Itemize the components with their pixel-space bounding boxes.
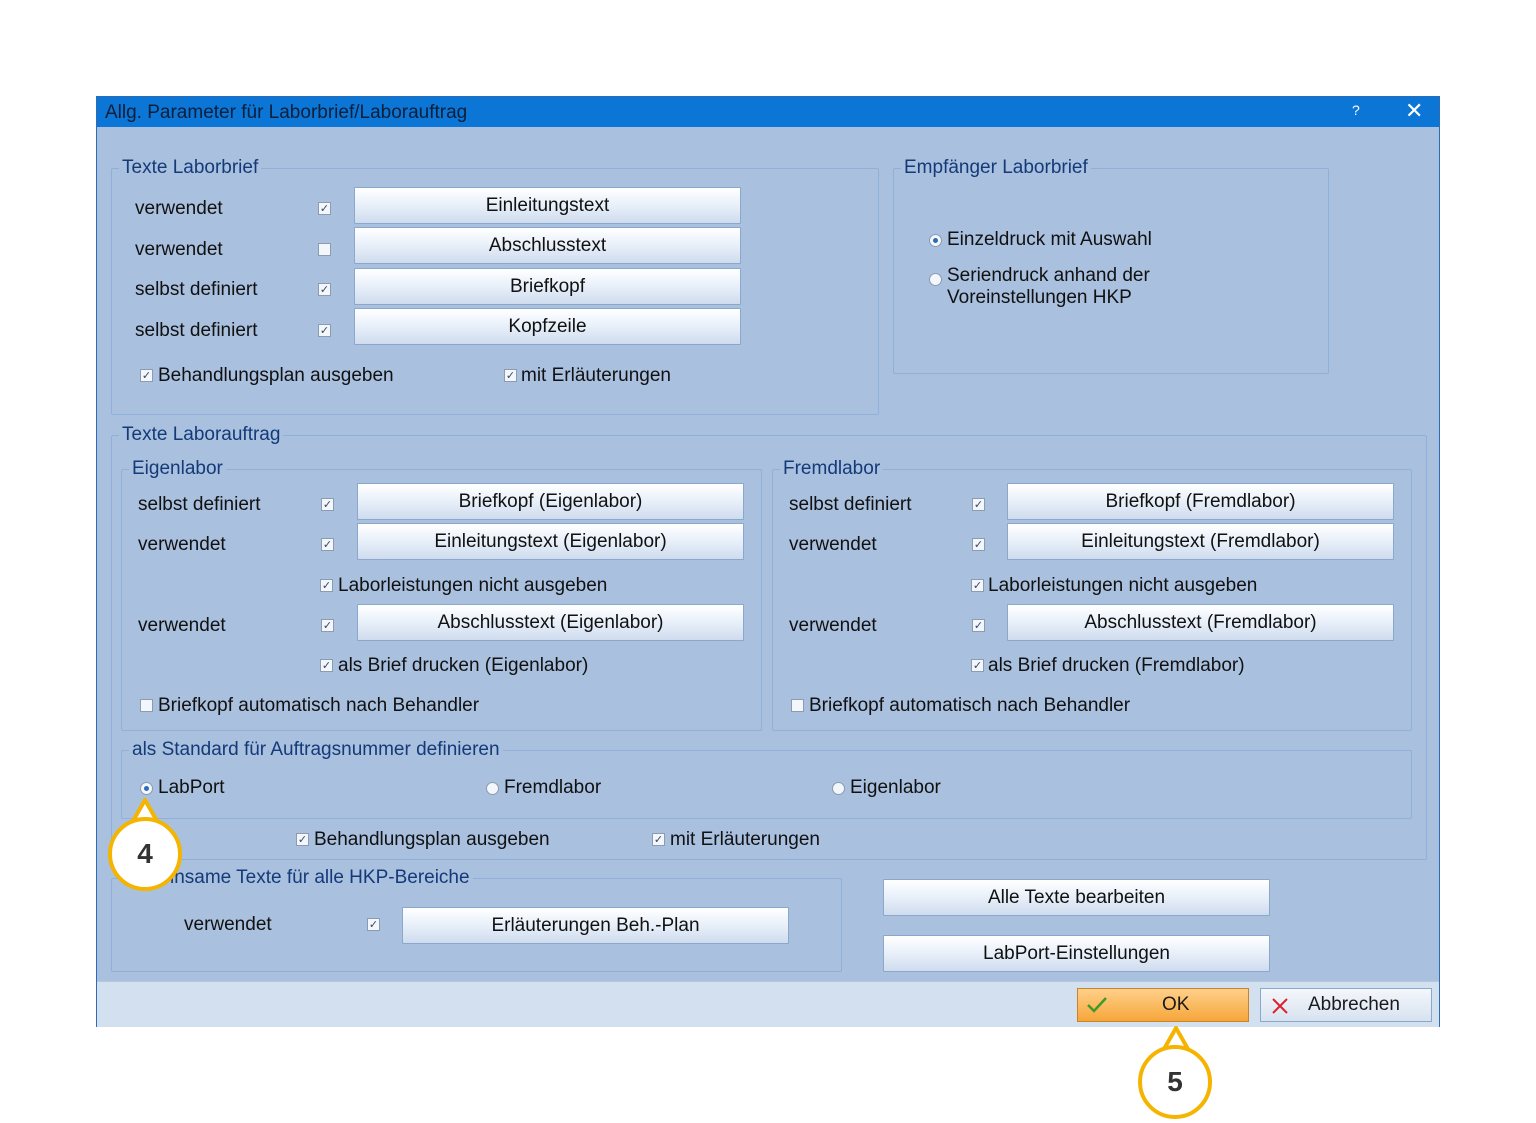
- eigen-auto-briefkopf-label: Briefkopf automatisch nach Behandler: [158, 695, 480, 716]
- fremd-abschluss-label: verwendet: [789, 615, 877, 636]
- einleitungstext-button[interactable]: Einleitungstext: [354, 187, 741, 224]
- ok-label: OK: [1162, 994, 1190, 1015]
- alle-texte-button[interactable]: Alle Texte bearbeiten: [883, 879, 1270, 916]
- ok-button[interactable]: OK: [1077, 988, 1249, 1022]
- gemeinsame-checkbox[interactable]: ✓: [367, 918, 380, 931]
- group-texte-laborauftrag: [111, 435, 1427, 860]
- erlaeuterungen-checkbox[interactable]: ✓: [504, 369, 517, 382]
- eigen-als-brief-label: als Brief drucken (Eigenlabor): [338, 655, 589, 676]
- behandlungsplan-checkbox[interactable]: ✓: [140, 369, 153, 382]
- eigen-laborleistungen-checkbox[interactable]: ✓: [320, 579, 333, 592]
- fremd-abschluss-checkbox[interactable]: ✓: [972, 619, 985, 632]
- eigen-auto-briefkopf-checkbox[interactable]: [140, 699, 153, 712]
- eigen-abschluss-checkbox[interactable]: ✓: [321, 619, 334, 632]
- kopfzeile-button[interactable]: Kopfzeile: [354, 308, 741, 345]
- legend-gemeinsame: insame Texte für alle HKP-Bereiche: [167, 867, 473, 889]
- parameter-dialog: Allg. Parameter für Laborbrief/Laborauft…: [96, 96, 1440, 1027]
- eigen-einleitung-button[interactable]: Einleitungstext (Eigenlabor): [357, 523, 744, 560]
- abschlusstext-checkbox[interactable]: [318, 243, 331, 256]
- auftrag-erlaeuterungen-label: mit Erläuterungen: [670, 829, 820, 850]
- seriendruck-label-line2: Voreinstellungen HKP: [947, 287, 1132, 308]
- eigenlabor-label: Eigenlabor: [850, 777, 941, 798]
- briefkopf-checkbox[interactable]: ✓: [318, 283, 331, 296]
- gemeinsame-label: verwendet: [184, 914, 272, 935]
- auftrag-erlaeuterungen-checkbox[interactable]: ✓: [652, 833, 665, 846]
- eigen-als-brief-checkbox[interactable]: ✓: [320, 659, 333, 672]
- fremdlabor-radio[interactable]: [486, 782, 499, 795]
- eigen-briefkopf-button[interactable]: Briefkopf (Eigenlabor): [357, 483, 744, 520]
- group-texte-laborbrief: [111, 168, 879, 415]
- group-fremdlabor: [772, 469, 1412, 731]
- eigen-einleitung-checkbox[interactable]: ✓: [321, 538, 334, 551]
- callout-5: 5: [1138, 1045, 1212, 1119]
- einleitungstext-checkbox[interactable]: ✓: [318, 202, 331, 215]
- fremdlabor-label: Fremdlabor: [504, 777, 602, 798]
- fremd-einleitung-checkbox[interactable]: ✓: [972, 538, 985, 551]
- group-eigenlabor: [121, 469, 762, 731]
- group-standard-auftragsnummer: [121, 750, 1412, 819]
- row-label: verwendet: [135, 239, 223, 260]
- title-bar: Allg. Parameter für Laborbrief/Laborauft…: [97, 97, 1439, 127]
- abschlusstext-button[interactable]: Abschlusstext: [354, 227, 741, 264]
- window-title: Allg. Parameter für Laborbrief/Laborauft…: [105, 102, 468, 123]
- fremd-einleitung-button[interactable]: Einleitungstext (Fremdlabor): [1007, 523, 1394, 560]
- close-icon[interactable]: ✕: [1405, 98, 1424, 123]
- auftrag-behandlungsplan-label: Behandlungsplan ausgeben: [314, 829, 550, 850]
- fremd-auto-briefkopf-label: Briefkopf automatisch nach Behandler: [809, 695, 1131, 716]
- callout-4: 4: [108, 817, 182, 891]
- labport-label: LabPort: [158, 777, 225, 798]
- seriendruck-label: Seriendruck anhand der: [947, 265, 1150, 286]
- cancel-label: Abbrechen: [1308, 994, 1400, 1015]
- briefkopf-button[interactable]: Briefkopf: [354, 268, 741, 305]
- eigenlabor-radio[interactable]: [832, 782, 845, 795]
- kopfzeile-checkbox[interactable]: ✓: [318, 324, 331, 337]
- group-gemeinsame-texte: [111, 878, 842, 972]
- help-button[interactable]: ?: [1352, 102, 1360, 118]
- callout-5-pointer: [1162, 1026, 1190, 1050]
- fremd-abschluss-button[interactable]: Abschlusstext (Fremdlabor): [1007, 604, 1394, 641]
- group-empfaenger: [893, 168, 1329, 374]
- legend-standard: als Standard für Auftragsnummer definier…: [129, 739, 503, 761]
- legend-texte-laborauftrag: Texte Laborauftrag: [119, 424, 284, 446]
- seriendruck-radio[interactable]: [929, 273, 942, 286]
- legend-fremdlabor: Fremdlabor: [780, 458, 884, 480]
- eigen-abschluss-label: verwendet: [138, 615, 226, 636]
- fremd-briefkopf-label: selbst definiert: [789, 494, 912, 515]
- labport-einstellungen-button[interactable]: LabPort-Einstellungen: [883, 935, 1270, 972]
- auftrag-behandlungsplan-checkbox[interactable]: ✓: [296, 833, 309, 846]
- eigen-briefkopf-checkbox[interactable]: ✓: [321, 498, 334, 511]
- einzeldruck-label: Einzeldruck mit Auswahl: [947, 229, 1152, 250]
- fremd-laborleistungen-checkbox[interactable]: ✓: [971, 579, 984, 592]
- legend-texte-laborbrief: Texte Laborbrief: [119, 157, 262, 179]
- eigen-briefkopf-label: selbst definiert: [138, 494, 261, 515]
- cross-icon: [1272, 998, 1288, 1014]
- fremd-einleitung-label: verwendet: [789, 534, 877, 555]
- fremd-auto-briefkopf-checkbox[interactable]: [791, 699, 804, 712]
- row-label: selbst definiert: [135, 320, 258, 341]
- callout-4-pointer: [131, 798, 159, 822]
- behandlungsplan-label: Behandlungsplan ausgeben: [158, 365, 394, 386]
- legend-eigenlabor: Eigenlabor: [129, 458, 226, 480]
- legend-empfaenger: Empfänger Laborbrief: [901, 157, 1091, 179]
- fremd-als-brief-checkbox[interactable]: ✓: [971, 659, 984, 672]
- eigen-einleitung-label: verwendet: [138, 534, 226, 555]
- eigen-abschluss-button[interactable]: Abschlusstext (Eigenlabor): [357, 604, 744, 641]
- fremd-laborleistungen-label: Laborleistungen nicht ausgeben: [988, 575, 1258, 596]
- fremd-als-brief-label: als Brief drucken (Fremdlabor): [988, 655, 1245, 676]
- row-label: selbst definiert: [135, 279, 258, 300]
- erlaeuterungen-behplan-button[interactable]: Erläuterungen Beh.-Plan: [402, 907, 789, 944]
- cancel-button[interactable]: Abbrechen: [1260, 988, 1432, 1022]
- eigen-laborleistungen-label: Laborleistungen nicht ausgeben: [338, 575, 608, 596]
- fremd-briefkopf-button[interactable]: Briefkopf (Fremdlabor): [1007, 483, 1394, 520]
- erlaeuterungen-label: mit Erläuterungen: [521, 365, 671, 386]
- fremd-briefkopf-checkbox[interactable]: ✓: [972, 498, 985, 511]
- check-icon: [1087, 997, 1107, 1013]
- einzeldruck-radio[interactable]: [929, 234, 942, 247]
- row-label: verwendet: [135, 198, 223, 219]
- labport-radio[interactable]: [140, 782, 153, 795]
